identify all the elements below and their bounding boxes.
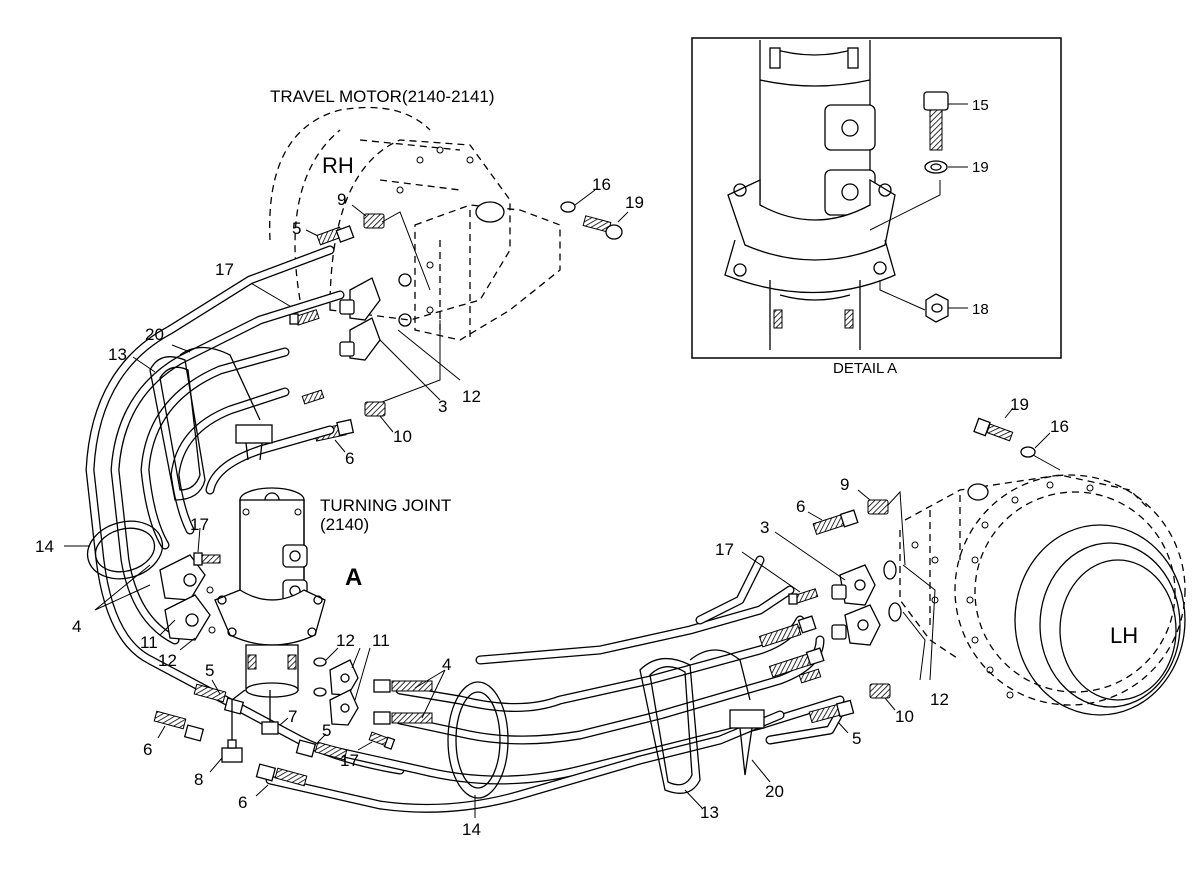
rh-callout-20: 20 [145,325,164,344]
clamp-13-rh [149,356,206,501]
rh-fitting-9 [363,213,385,229]
tj-callout-17: 17 [190,515,209,534]
lh-fitting-10 [869,683,891,699]
rh-bolt-19 [582,215,623,240]
lh-bolt-19 [973,417,1014,442]
detail-callout-19: 19 [972,159,989,176]
turning-joint-2140 [214,487,326,698]
mid-flanges-11 [329,659,359,726]
tj-hose-end-5 [193,683,245,715]
lh-drive-hub [954,474,1186,716]
mid-callout-5: 5 [322,721,331,740]
mid-callout-12: 12 [336,631,355,650]
lh-callout-19: 19 [1010,395,1029,414]
rh-flange-3 [339,277,381,361]
clamp-13-lh [639,658,701,794]
tj-callout-12: 12 [158,651,177,670]
tj-callout-7: 7 [288,707,297,726]
mid-hoses-4 [373,679,433,725]
rh-callout-3: 3 [438,397,447,416]
bot-callout-14: 14 [462,820,481,839]
rh-callout-17: 17 [215,260,234,279]
rh-callout-13: 13 [108,345,127,364]
rh-callout-6: 6 [345,449,354,468]
rh-fitting-10 [364,401,386,417]
lh-hose-end-5 [808,699,855,724]
detail-callout-18: 18 [972,301,989,318]
lh-oring-16 [1020,446,1036,458]
clamp-14-left [86,520,164,580]
detail-a-washer [924,160,948,174]
detail-callout-15: 15 [972,97,989,114]
tj-tee-8 [221,689,246,763]
rh-label: RH [322,153,354,178]
clamp-14-bottom [447,681,509,799]
detail-a-turning-joint [724,40,896,350]
lh-callout-10: 10 [895,707,914,726]
tj-callout-14: 14 [35,537,54,556]
bot-callout-13: 13 [700,803,719,822]
tj-callout-4: 4 [72,617,81,636]
lh-hose-ends [758,615,825,678]
lh-callout-5: 5 [852,729,861,748]
tj-callout-5: 5 [205,661,214,680]
tj-elbow-7 [261,690,279,735]
detail-a-nut [925,293,949,323]
detail-a-caption: DETAIL A [833,360,897,377]
lh-callout-3: 3 [760,518,769,537]
lh-callout-9: 9 [840,475,849,494]
mid-bolt-17 [368,731,396,750]
tj-callout-6: 6 [143,740,152,759]
clamp-20-lh [689,649,765,776]
rh-callout-5: 5 [292,219,301,238]
mid-hose-end-5 [295,739,348,761]
bot-callout-20: 20 [765,782,784,801]
mid-callout-4: 4 [442,655,451,674]
tj-bolt-17 [193,552,221,566]
clamp-20-rh [179,346,273,461]
travel-motor-title: TRAVEL MOTOR(2140-2141) [270,87,495,106]
mid-orings-12 [313,657,327,697]
rh-callout-19: 19 [625,193,644,212]
view-marker-a: A [345,564,362,591]
rh-bolt-17 [289,309,320,326]
lh-callout-16: 16 [1050,417,1069,436]
lh-label: LH [1110,623,1138,648]
lh-fitting-9 [867,499,889,515]
rh-hose-end-5 [316,225,355,246]
tj-callout-8: 8 [194,770,203,789]
rh-callout-12: 12 [462,387,481,406]
rh-travel-motor [269,106,561,341]
lh-flanges-3 [831,564,881,646]
lh-bolt-17 [788,588,819,605]
detail-a-bolt [923,91,949,151]
rh-motor-valve-block [398,201,561,341]
rh-callout-16: 16 [592,175,611,194]
rh-bolt-17b [301,389,325,405]
lh-bolt-17b [798,668,822,684]
rh-callout-10: 10 [393,427,412,446]
mid-callout-11: 11 [372,631,390,650]
lh-callout-6: 6 [796,497,805,516]
mid-hose-end-6 [255,763,308,787]
rh-callout-9: 9 [337,190,346,209]
lh-travel-motor [899,474,1186,716]
tj-callout-11: 11 [140,633,158,652]
lh-callout-17: 17 [715,540,734,559]
lh-orings-12 [883,560,902,622]
turning-joint-title: TURNING JOINT [320,496,451,515]
mid-callout-6: 6 [238,793,247,812]
mid-callout-17: 17 [340,751,359,770]
tj-flanges-11 [159,554,216,641]
detail-a-panel: 15 19 18 DETAIL A [691,37,1062,377]
turning-joint-code: (2140) [320,515,369,534]
tj-hose-end-6 [153,710,205,742]
rh-oring-16 [560,201,576,213]
lh-callout-12: 12 [930,690,949,709]
lh-hose-end-6 [812,509,859,535]
